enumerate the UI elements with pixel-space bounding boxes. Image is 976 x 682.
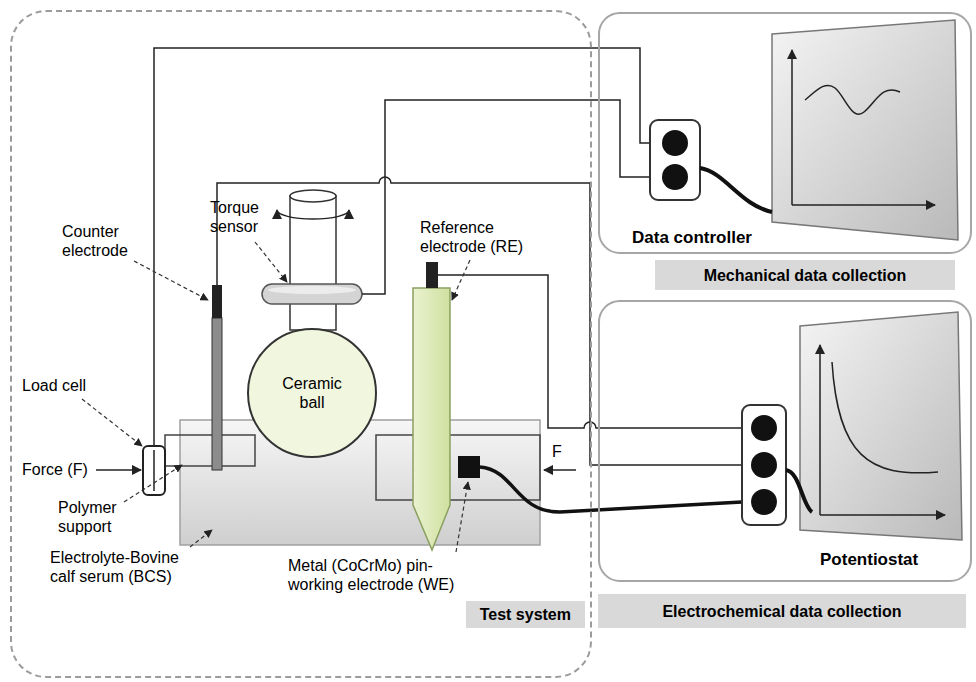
- rotating-shaft: [290, 196, 336, 330]
- force-label: Force (F): [22, 460, 96, 479]
- part-label: Load cell: [22, 376, 112, 395]
- instrument-panel: Potentiostat: [598, 300, 972, 582]
- working-electrode-wire: [480, 467, 742, 512]
- reference-electrode-tube: [413, 288, 450, 550]
- section-caption: Electrochemical data collection: [662, 602, 901, 621]
- connector-box: [650, 120, 700, 200]
- shaft-top: [290, 190, 336, 202]
- part-label: Reference electrode (RE): [420, 218, 535, 256]
- connector-socket: [751, 452, 777, 478]
- part-label: Electrolyte-Bovine calf serum (BCS): [50, 548, 200, 586]
- leader-line: [452, 260, 470, 300]
- rotation-arrow: [277, 210, 349, 219]
- section-caption: Mechanical data collection: [704, 266, 907, 285]
- part-label: Counter electrode: [62, 222, 142, 260]
- part-label: Torque sensor: [210, 198, 272, 236]
- connector-socket: [662, 130, 688, 156]
- counter-electrode-rod: [212, 318, 222, 470]
- instrument-name: Potentiostat: [820, 550, 918, 570]
- counter-electrode-cap: [212, 285, 222, 318]
- leader-line: [456, 482, 468, 552]
- connector-socket: [751, 415, 777, 441]
- leader-line: [255, 242, 287, 282]
- monitor-screen: [772, 20, 958, 240]
- torque-sensor-wire: [362, 100, 650, 294]
- section-band: Mechanical data collection: [655, 260, 955, 290]
- metal-pin: [458, 456, 480, 478]
- torque-trace: [805, 85, 900, 114]
- section-band: Electrochemical data collection: [598, 594, 966, 628]
- ceramic-ball: Ceramic ball: [247, 328, 377, 458]
- monitor-cable: [700, 168, 772, 212]
- monitor-cable: [786, 470, 812, 512]
- leader-line: [190, 530, 212, 547]
- leader-line: [134, 261, 208, 300]
- force-arrow: [544, 469, 576, 471]
- part-label: Metal (CoCrMo) pin-working electrode (WE…: [288, 556, 466, 594]
- component-label: Ceramic ball: [277, 374, 347, 412]
- force-arrow: [96, 469, 141, 471]
- monitor-screen: [800, 312, 962, 540]
- chart-axis: [820, 514, 945, 516]
- reference-electrode-wire: [438, 275, 742, 428]
- region-title: Test system: [466, 601, 585, 628]
- load-cell: [143, 446, 165, 495]
- part-label: Polymer support: [58, 498, 130, 536]
- load-cell-wire: [154, 48, 650, 446]
- leader-line: [124, 465, 182, 502]
- torque-sensor-highlight: [268, 286, 356, 294]
- electrolyte-tank: [180, 420, 540, 545]
- instrument-panel: Data controller: [598, 12, 972, 254]
- leader-line: [82, 399, 142, 446]
- connector-socket: [662, 164, 688, 190]
- polymer-support-left: [165, 435, 255, 466]
- chart-axis: [792, 204, 935, 206]
- reference-electrode-cap: [426, 262, 438, 288]
- electrochemical-trace: [832, 362, 938, 473]
- torque-sensor-disc: [262, 284, 362, 304]
- load-cell-detail: [153, 450, 155, 491]
- force-label: F: [552, 442, 572, 461]
- chart-axis: [819, 345, 821, 515]
- connector-socket: [751, 489, 777, 515]
- chart-axis: [791, 50, 793, 205]
- instrument-name: Data controller: [632, 228, 752, 248]
- connector-box: [742, 405, 786, 525]
- counter-electrode-wire: [217, 177, 742, 465]
